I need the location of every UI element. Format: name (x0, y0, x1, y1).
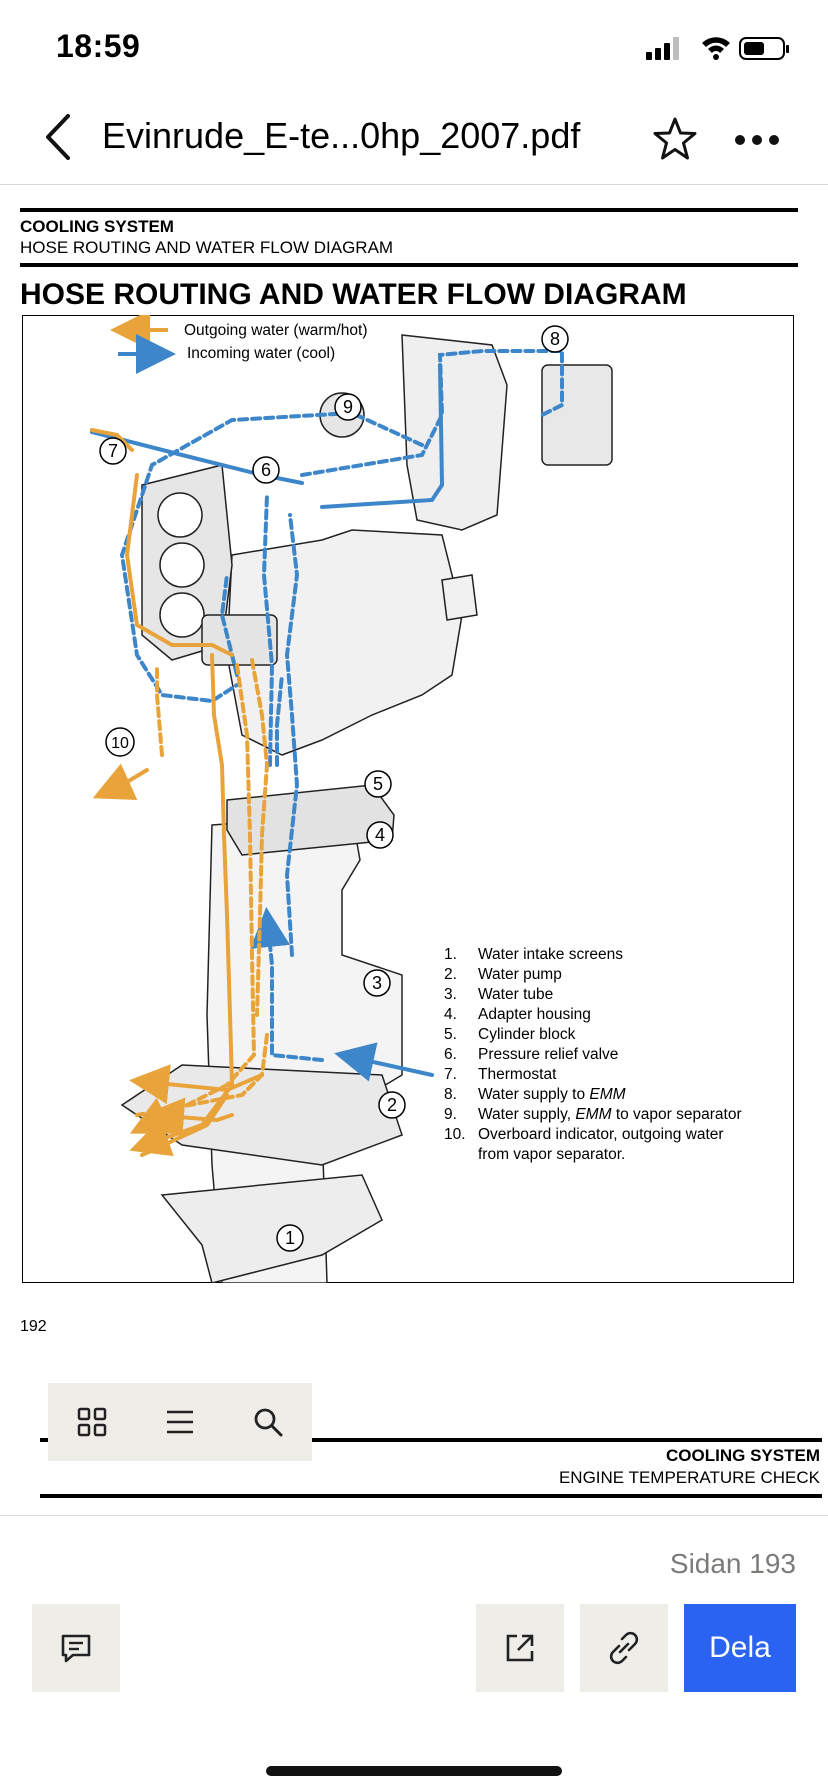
section-header: COOLING SYSTEM (20, 217, 174, 236)
link-icon (609, 1631, 639, 1665)
callout-5: 5 (364, 770, 392, 798)
part-item: 2.Water pump (444, 966, 562, 983)
more-options-icon[interactable] (734, 130, 780, 150)
page-number: 192 (20, 1318, 47, 1335)
svg-text:6: 6 (261, 460, 271, 480)
svg-text:7: 7 (108, 441, 118, 461)
document-title: Evinrude_E-te...0hp_2007.pdf (102, 115, 581, 156)
legend-incoming-label: Incoming water (cool) (187, 345, 336, 362)
diagram-frame (22, 315, 794, 1283)
status-time: 18:59 (56, 28, 141, 64)
part-item: 7.Thermostat (444, 1066, 557, 1083)
svg-text:2: 2 (387, 1095, 397, 1115)
svg-text:1: 1 (285, 1228, 295, 1248)
water-flow-diagram: 1 2 3 4 5 6 7 8 9 10 (90, 315, 613, 1283)
svg-text:4: 4 (375, 825, 385, 845)
search-icon (254, 1408, 283, 1437)
parts-legend: 1.Water intake screens 2.Water pump 3.Wa… (444, 945, 742, 1165)
page193-section-header: COOLING SYSTEM (666, 1446, 820, 1465)
part-item: 8.Water supply to EMM (444, 1086, 626, 1103)
page193-section-subheader: ENGINE TEMPERATURE CHECK (558, 1468, 820, 1487)
svg-text:10: 10 (111, 735, 129, 752)
back-chevron-icon[interactable] (40, 112, 76, 162)
incoming-water-flow (90, 349, 564, 1082)
comment-icon (61, 1634, 91, 1663)
part-item: 9.Water supply, EMM to vapor separator (444, 1106, 742, 1123)
svg-text:5: 5 (373, 774, 383, 794)
share-button[interactable]: Dela (684, 1604, 796, 1692)
section-subheader: HOSE ROUTING AND WATER FLOW DIAGRAM (20, 238, 394, 257)
page-title: HOSE ROUTING AND WATER FLOW DIAGRAM (20, 278, 687, 311)
grid-icon (77, 1407, 107, 1437)
outline-list-button[interactable] (158, 1400, 202, 1444)
open-external-button[interactable] (476, 1604, 564, 1692)
wifi-icon (702, 37, 730, 60)
svg-text:8: 8 (550, 329, 560, 349)
callout-8: 8 (541, 325, 569, 353)
svg-text:3: 3 (372, 973, 382, 993)
callout-9: 9 (334, 393, 362, 421)
part-item: 5.Cylinder block (444, 1026, 576, 1043)
part-item: 4.Adapter housing (444, 1006, 591, 1023)
callout-4: 4 (366, 821, 394, 849)
thumbnail-grid-button[interactable] (70, 1400, 114, 1444)
callout-3: 3 (363, 969, 391, 997)
legend-outgoing-label: Outgoing water (warm/hot) (184, 322, 368, 339)
signal-icon (646, 37, 679, 60)
part-item: 3.Water tube (444, 986, 554, 1003)
part-item: 6.Pressure relief valve (444, 1046, 619, 1063)
favorite-star-icon[interactable] (652, 116, 698, 162)
header-rule-top (20, 208, 798, 212)
bottom-divider (0, 1515, 828, 1516)
status-icons (646, 37, 789, 60)
search-button[interactable] (246, 1400, 290, 1444)
header-rule-bottom (20, 263, 798, 267)
callout-10: 10 (105, 727, 135, 757)
callout-6: 6 (252, 456, 280, 484)
pdf-toolbar (48, 1383, 312, 1461)
battery-icon (739, 37, 789, 60)
engine-block-illustration (141, 334, 613, 756)
page193-rule-bottom (40, 1494, 822, 1498)
comment-button[interactable] (32, 1604, 120, 1692)
callout-7: 7 (99, 437, 127, 465)
copy-link-button[interactable] (580, 1604, 668, 1692)
nav-divider (0, 184, 828, 185)
callout-2: 2 (378, 1091, 406, 1119)
home-indicator[interactable] (266, 1766, 562, 1776)
list-icon (167, 1410, 193, 1434)
page193-rule-top (40, 1438, 822, 1442)
part-item: 1.Water intake screens (444, 946, 624, 963)
callout-1: 1 (276, 1224, 304, 1252)
page-indicator: Sidan 193 (669, 1548, 796, 1579)
external-link-icon (506, 1634, 534, 1662)
outgoing-water-flow (90, 428, 270, 1157)
svg-text:9: 9 (343, 397, 353, 417)
